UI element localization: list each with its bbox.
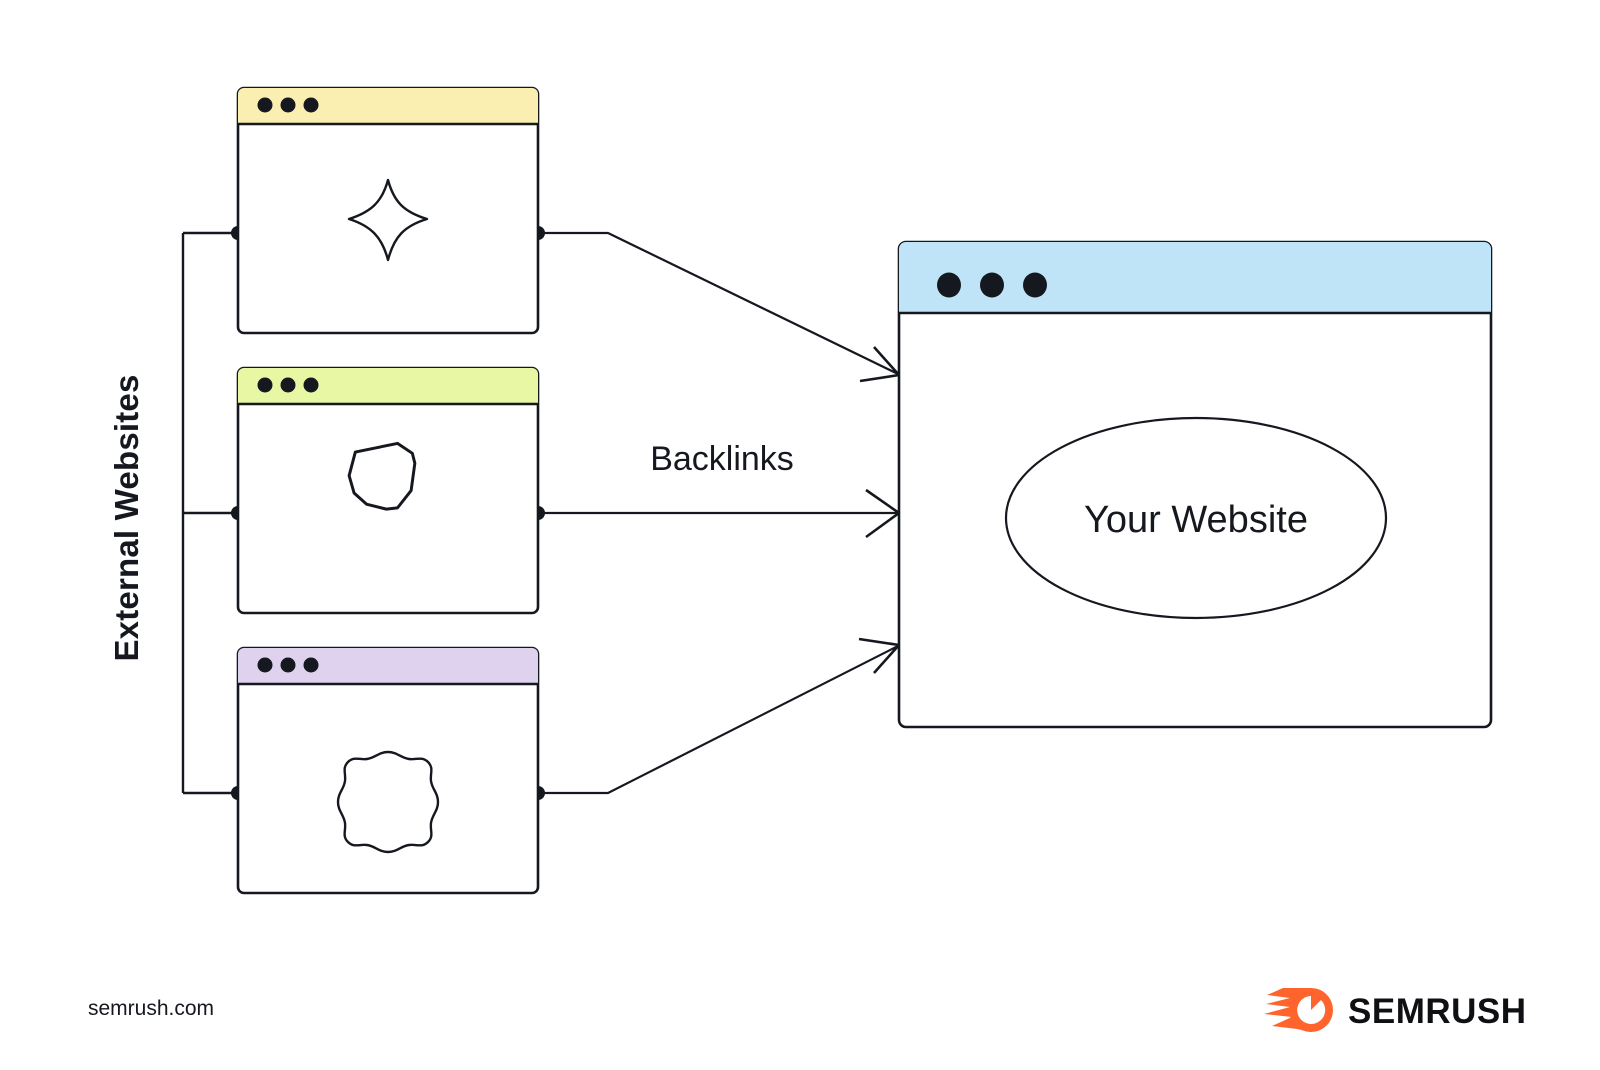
semrush-comet-icon — [1264, 988, 1333, 1032]
external-window-3[interactable] — [236, 646, 540, 895]
window-1-titlebar — [238, 88, 538, 124]
window-1-dot-3 — [303, 97, 319, 113]
backlinks-label: Backlinks — [650, 440, 794, 478]
window-2-dot-3 — [303, 377, 319, 393]
backlink-arrow-1-line — [538, 231, 899, 375]
diamond-star-icon — [347, 178, 429, 262]
window-2-dot-1 — [257, 377, 273, 393]
main-window-dot-1 — [937, 272, 961, 298]
window-3-dot-3 — [303, 657, 319, 673]
semrush-wordmark: SEMRUSH — [1348, 992, 1527, 1031]
window-2-titlebar — [238, 368, 538, 404]
external-bracket-connectors — [181, 226, 245, 800]
backlink-arrow-3-line — [538, 645, 899, 795]
semrush-logo: SEMRUSH — [1264, 988, 1527, 1032]
external-window-2[interactable] — [236, 366, 540, 615]
backlink-arrows — [531, 226, 902, 800]
window-2-dot-2 — [280, 377, 296, 393]
blob-polygon-icon — [347, 441, 417, 511]
window-3-titlebar — [238, 648, 538, 684]
window-1-dot-1 — [257, 97, 273, 113]
your-website-label: Your Website — [1084, 499, 1308, 541]
main-window-titlebar — [899, 242, 1491, 313]
main-window-dot-3 — [1023, 272, 1047, 298]
external-websites-label: External Websites — [108, 374, 145, 661]
window-1-dot-2 — [280, 97, 296, 113]
footer-url: semrush.com — [88, 997, 214, 1020]
window-3-dot-2 — [280, 657, 296, 673]
your-website-window[interactable]: Your Website — [897, 240, 1493, 729]
your-website-ellipse — [1004, 416, 1388, 620]
external-window-1[interactable] — [236, 86, 540, 335]
scalloped-flower-icon — [336, 750, 440, 854]
window-3-dot-1 — [257, 657, 273, 673]
main-window-dot-2 — [980, 272, 1004, 298]
